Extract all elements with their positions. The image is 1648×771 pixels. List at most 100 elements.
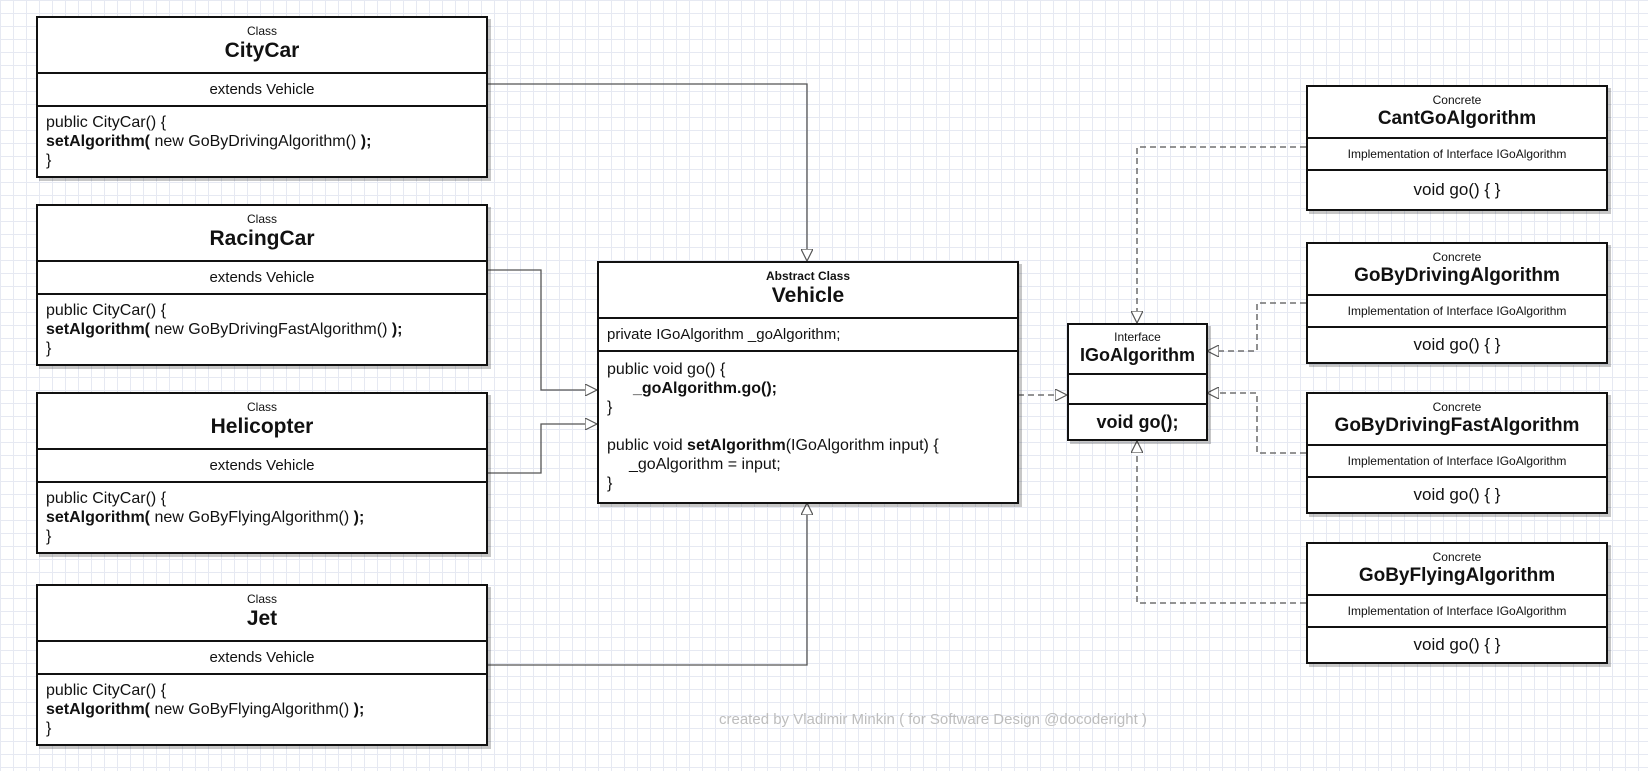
set-body: _goAlgorithm = input; — [629, 456, 781, 473]
credit-text: created by Vladimir Minkin ( for Softwar… — [719, 711, 1147, 728]
class-name: CantGoAlgorithm — [1377, 108, 1537, 129]
method-signature: void go() { } — [1413, 635, 1501, 654]
constructor-code: public CityCar() { setAlgorithm( new GoB… — [38, 107, 486, 176]
implementation-label: Implementation of Interface IGoAlgorithm — [1308, 296, 1606, 328]
ctor-close: } — [46, 152, 52, 169]
extends-label: extends Vehicle — [38, 642, 486, 675]
realization-cantgo — [1137, 146, 1306, 323]
realization-gobydriving — [1207, 302, 1306, 351]
methods-code: public void go() { _goAlgorithm.go(); } … — [599, 352, 1017, 499]
set-close: ); — [360, 133, 372, 150]
stereotype-label: Concrete — [1432, 400, 1482, 414]
realization-gobydrivingfast — [1207, 393, 1306, 454]
field-declaration: private IGoAlgorithm _goAlgorithm; — [599, 319, 1017, 352]
class-header: Class RacingCar — [38, 206, 486, 262]
class-name: Jet — [246, 607, 278, 630]
class-name: Helicopter — [210, 415, 314, 438]
set-algorithm-call: setAlgorithm( new GoByDrivingAlgorithm()… — [46, 132, 478, 151]
stereotype-label: Class — [246, 212, 277, 226]
set-close: } — [607, 475, 613, 492]
implementation-label: Implementation of Interface IGoAlgorithm — [1308, 139, 1606, 171]
ctor-open: public CityCar() { — [46, 682, 167, 699]
inheritance-racingcar — [487, 269, 597, 390]
class-header: Class CityCar — [38, 18, 486, 74]
set-argument: new GoByFlyingAlgorithm() — [150, 509, 354, 526]
interface-name: IGoAlgorithm — [1080, 345, 1195, 365]
concrete-gobyflyingalgorithm[interactable]: Concrete GoByFlyingAlgorithm Implementat… — [1306, 542, 1608, 664]
ctor-close: } — [46, 528, 52, 545]
stereotype-label: Class — [246, 24, 277, 38]
class-header: Concrete GoByFlyingAlgorithm — [1308, 544, 1606, 596]
class-name: CityCar — [224, 39, 300, 62]
concrete-gobydrivingfastalgorithm[interactable]: Concrete GoByDrivingFastAlgorithm Implem… — [1306, 392, 1608, 514]
class-header: Class Helicopter — [38, 394, 486, 450]
set-close: ); — [353, 701, 365, 718]
class-header: Class Jet — [38, 586, 486, 642]
stereotype-label: Concrete — [1432, 550, 1482, 564]
class-name: Vehicle — [771, 284, 845, 307]
implementation-label: Implementation of Interface IGoAlgorithm — [1308, 596, 1606, 628]
class-name: GoByDrivingFastAlgorithm — [1334, 415, 1580, 436]
set-prefix: public void — [607, 437, 688, 454]
constructor-code: public CityCar() { setAlgorithm( new GoB… — [38, 295, 486, 364]
class-header: Abstract Class Vehicle — [599, 263, 1017, 319]
class-name: GoByFlyingAlgorithm — [1358, 565, 1556, 586]
set-keyword: setAlgorithm( — [46, 509, 150, 526]
class-racingcar[interactable]: Class RacingCar extends Vehicle public C… — [36, 204, 488, 366]
inheritance-helicopter — [487, 424, 597, 474]
set-signature: public void setAlgorithm(IGoAlgorithm in… — [607, 436, 1009, 455]
stereotype-label: Concrete — [1432, 250, 1482, 264]
set-algorithm-call: setAlgorithm( new GoByFlyingAlgorithm() … — [46, 508, 478, 527]
constructor-code: public CityCar() { setAlgorithm( new GoB… — [38, 675, 486, 744]
ctor-close: } — [46, 340, 52, 357]
concrete-gobydrivingalgorithm[interactable]: Concrete GoByDrivingAlgorithm Implementa… — [1306, 242, 1608, 364]
go-body: _goAlgorithm.go(); — [607, 379, 1009, 398]
inheritance-jet — [487, 503, 807, 666]
set-keyword: setAlgorithm( — [46, 701, 150, 718]
set-algorithm-call: setAlgorithm( new GoByFlyingAlgorithm() … — [46, 700, 478, 719]
class-citycar[interactable]: Class CityCar extends Vehicle public Cit… — [36, 16, 488, 178]
spacer — [607, 417, 1009, 436]
extends-label: extends Vehicle — [38, 74, 486, 107]
set-keyword: setAlgorithm( — [46, 133, 150, 150]
class-name: GoByDrivingAlgorithm — [1354, 265, 1560, 286]
class-helicopter[interactable]: Class Helicopter extends Vehicle public … — [36, 392, 488, 554]
ctor-close: } — [46, 720, 52, 737]
concrete-cantgoalgorithm[interactable]: Concrete CantGoAlgorithm Implementation … — [1306, 85, 1608, 211]
interface-header: Interface IGoAlgorithm — [1069, 325, 1206, 375]
go-body-call: _goAlgorithm.go(); — [633, 380, 777, 397]
set-argument: new GoByFlyingAlgorithm() — [150, 701, 354, 718]
method-signature: void go() { } — [1413, 335, 1501, 354]
extends-label: extends Vehicle — [38, 450, 486, 483]
set-argument: new GoByDrivingAlgorithm() — [150, 133, 361, 150]
class-vehicle[interactable]: Abstract Class Vehicle private IGoAlgori… — [597, 261, 1019, 504]
ctor-open: public CityCar() { — [46, 490, 167, 507]
class-header: Concrete GoByDrivingAlgorithm — [1308, 244, 1606, 296]
interface-igoalgorithm[interactable]: Interface IGoAlgorithm void go(); — [1067, 323, 1208, 441]
set-suffix: (IGoAlgorithm input) { — [785, 437, 939, 454]
set-keyword: setAlgorithm( — [46, 321, 150, 338]
set-argument: new GoByDrivingFastAlgorithm() — [150, 321, 392, 338]
stereotype-label: Class — [246, 592, 277, 606]
stereotype-label: Concrete — [1432, 93, 1482, 107]
empty-section — [1069, 375, 1206, 405]
class-header: Concrete GoByDrivingFastAlgorithm — [1308, 394, 1606, 446]
ctor-open: public CityCar() { — [46, 114, 167, 131]
class-jet[interactable]: Class Jet extends Vehicle public CityCar… — [36, 584, 488, 746]
inheritance-citycar — [487, 83, 807, 261]
interface-method: void go(); — [1096, 412, 1179, 432]
method-signature: void go() { } — [1413, 180, 1501, 199]
go-close: } — [607, 399, 613, 416]
class-header: Concrete CantGoAlgorithm — [1308, 87, 1606, 139]
realization-gobyflying — [1137, 441, 1306, 604]
stereotype-label: Interface — [1114, 330, 1161, 344]
set-algorithm-call: setAlgorithm( new GoByDrivingFastAlgorit… — [46, 320, 478, 339]
constructor-code: public CityCar() { setAlgorithm( new GoB… — [38, 483, 486, 552]
set-method-name: setAlgorithm — [687, 437, 786, 454]
set-close: ); — [353, 509, 365, 526]
go-signature: public void go() { — [607, 361, 726, 378]
method-signature: void go() { } — [1413, 485, 1501, 504]
stereotype-label: Class — [246, 400, 277, 414]
